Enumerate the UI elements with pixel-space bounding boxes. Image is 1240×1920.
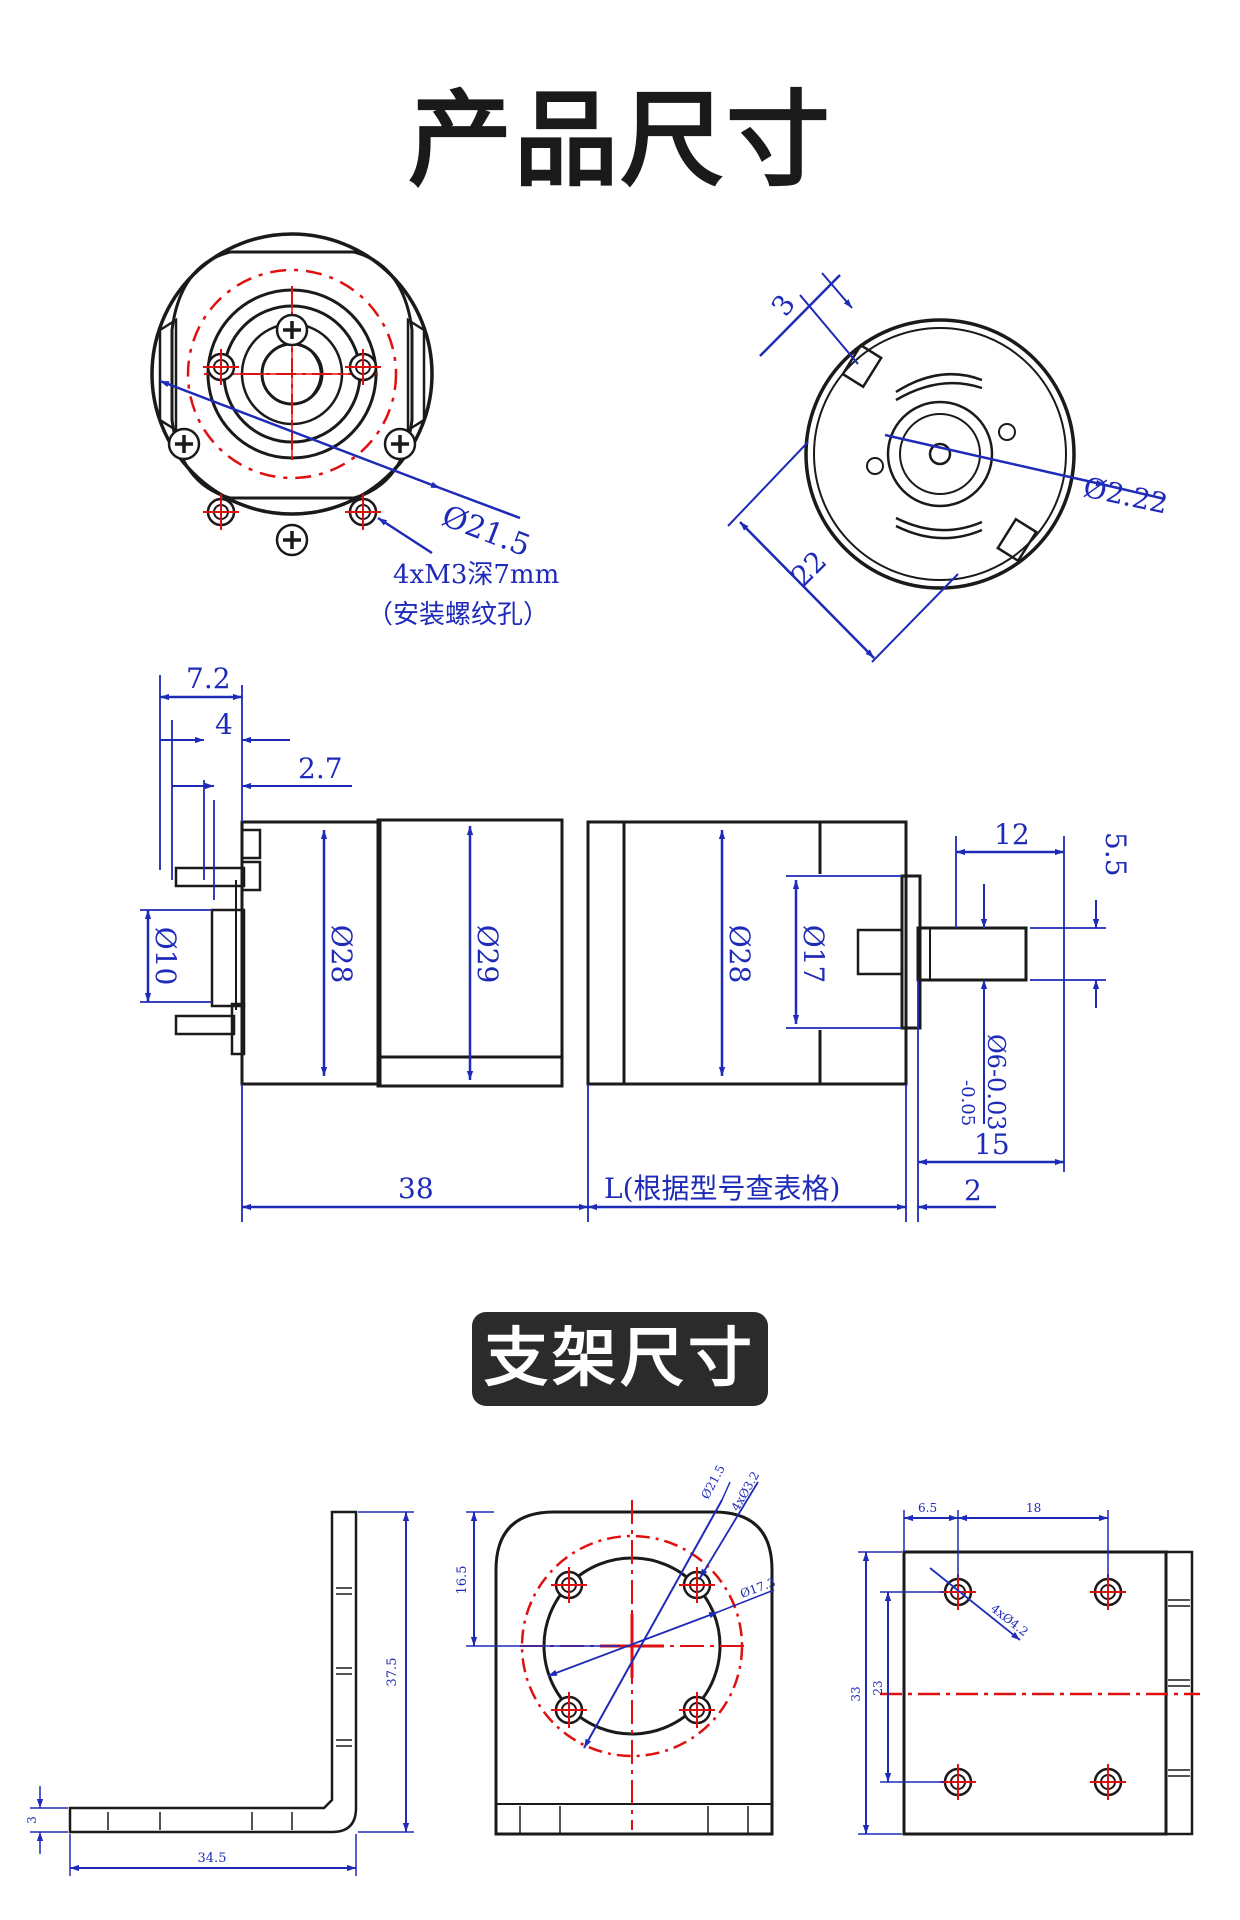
dim-shaft-tol: -0.05	[957, 1080, 978, 1126]
dim-d28-motor: Ø28	[325, 925, 358, 984]
dim-d29: Ø29	[471, 925, 504, 984]
bracket-side-view: 37.5 3 34.5	[25, 1510, 414, 1876]
bracket-holes-label: 4xØ3.2	[728, 1469, 762, 1514]
bracket-offset-label: 16.5	[455, 1566, 470, 1595]
dim-d10: Ø10	[149, 927, 182, 986]
dim-d17: Ø17	[797, 925, 830, 984]
side-view: 7.2 4 2.7 Ø10 Ø28 Ø29 Ø28 Ø17 12 5.5	[140, 662, 1132, 1222]
base-center-label: 23	[871, 1680, 885, 1695]
dim-L: L(根据型号查表格)	[604, 1172, 840, 1205]
bracket-section-badge: 支架尺寸	[472, 1312, 768, 1406]
rear-offset-label: 3	[765, 288, 802, 322]
rear-shaft-dia-label: Ø2.22	[1081, 471, 1171, 521]
base-edge-label: 6.5	[918, 1501, 937, 1515]
dim-12: 12	[994, 818, 1030, 851]
bracket-front-view: 16.5 Ø21.5 4xØ3.2 Ø17.3	[455, 1463, 777, 1836]
base-spacing-label: 18	[1026, 1501, 1041, 1515]
dim-2: 2	[964, 1174, 982, 1207]
dim-2-7: 2.7	[298, 752, 343, 785]
dim-5-5: 5.5	[1099, 832, 1132, 877]
bracket-length-label: 34.5	[198, 1851, 227, 1866]
front-hole-note-sub: （安装螺纹孔）	[367, 600, 549, 630]
rear-view: Ø2.22 3 22	[727, 272, 1171, 663]
front-view: Ø21.5 4xM3深7mm （安装螺纹孔）	[150, 232, 559, 630]
bracket-thick-label: 3	[25, 1816, 39, 1824]
dim-shaft: Ø6-0.03	[982, 1034, 1010, 1131]
front-dia-label: Ø21.5	[437, 499, 535, 564]
dim-4: 4	[215, 708, 233, 741]
dim-15: 15	[974, 1128, 1010, 1161]
bracket-base-view: 6.5 18 4xØ4.2 33 23	[849, 1501, 1200, 1836]
bracket-height-label: 37.5	[385, 1658, 400, 1687]
dim-38: 38	[398, 1172, 434, 1205]
base-depth-label: 33	[849, 1686, 863, 1701]
front-hole-note: 4xM3深7mm	[393, 560, 559, 590]
page-title: 产品尺寸	[407, 79, 832, 201]
dim-7-2: 7.2	[186, 662, 231, 695]
rear-width-label: 22	[785, 544, 834, 593]
dim-d28-gear: Ø28	[723, 925, 756, 984]
